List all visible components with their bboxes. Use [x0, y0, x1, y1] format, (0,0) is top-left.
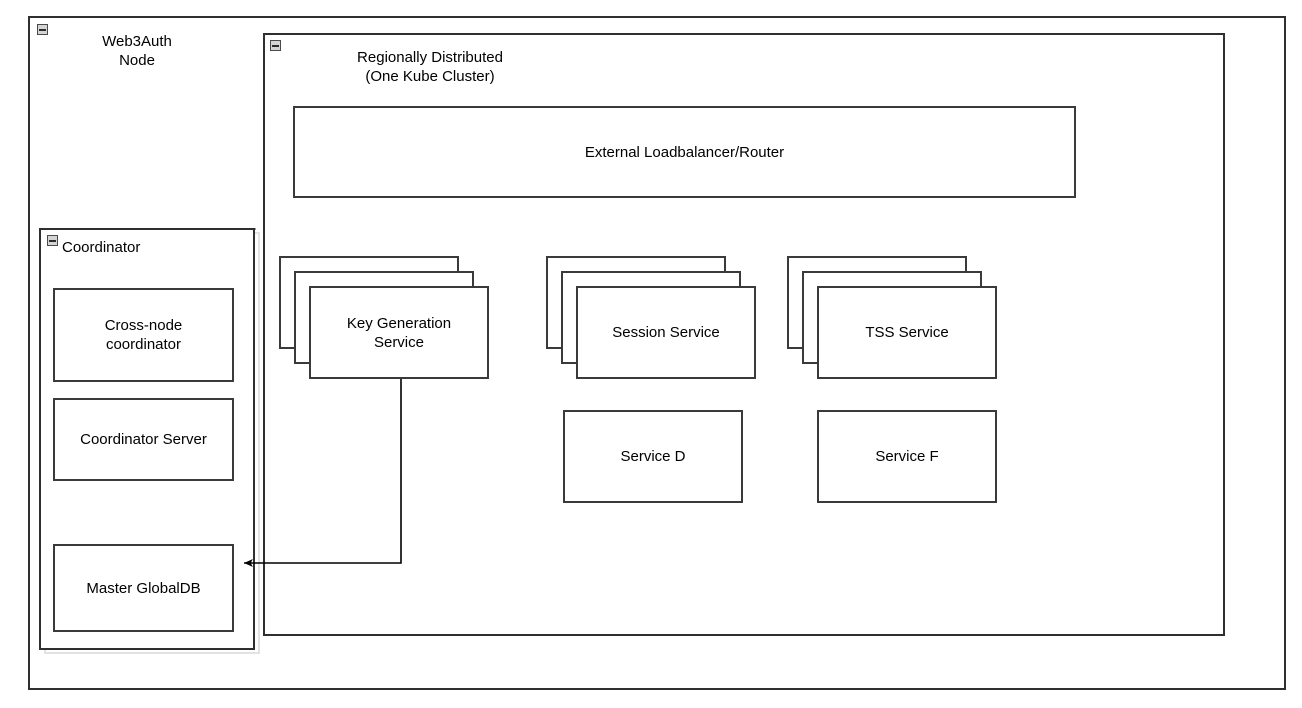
- node-master-globaldb[interactable]: Master GlobalDB: [53, 544, 234, 632]
- collapse-minus-icon-web3auth[interactable]: [37, 24, 48, 35]
- node-session-service[interactable]: Session Service: [576, 286, 756, 379]
- node-external-loadbalancer[interactable]: External Loadbalancer/Router: [293, 106, 1076, 198]
- node-service-d[interactable]: Service D: [563, 410, 743, 503]
- node-key-generation-service[interactable]: Key Generation Service: [309, 286, 489, 379]
- collapse-minus-icon-kube[interactable]: [270, 40, 281, 51]
- node-tss-service[interactable]: TSS Service: [817, 286, 997, 379]
- node-coordinator-server[interactable]: Coordinator Server: [53, 398, 234, 481]
- node-cross-node-coordinator[interactable]: Cross-node coordinator: [53, 288, 234, 382]
- node-service-f[interactable]: Service F: [817, 410, 997, 503]
- collapse-minus-icon-coordinator[interactable]: [47, 235, 58, 246]
